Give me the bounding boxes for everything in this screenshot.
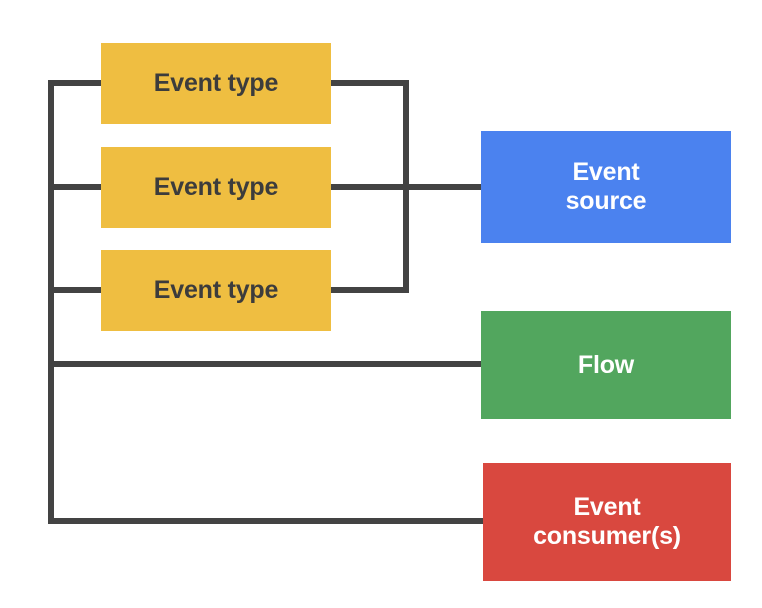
node-event-type-2-label: Event type [153,173,279,202]
node-event-type-1-label: Event type [153,69,279,98]
node-event-consumer[interactable]: Event consumer(s) [483,463,731,581]
node-flow-label: Flow [577,350,635,379]
node-event-type-2[interactable]: Event type [101,147,331,228]
node-event-type-3-label: Event type [153,276,279,305]
node-event-consumer-label: Event consumer(s) [533,493,681,550]
node-event-source[interactable]: Event source [481,131,731,243]
node-event-type-3[interactable]: Event type [101,250,331,331]
node-flow[interactable]: Flow [481,311,731,419]
node-event-type-1[interactable]: Event type [101,43,331,124]
node-event-source-label: Event source [565,158,647,215]
